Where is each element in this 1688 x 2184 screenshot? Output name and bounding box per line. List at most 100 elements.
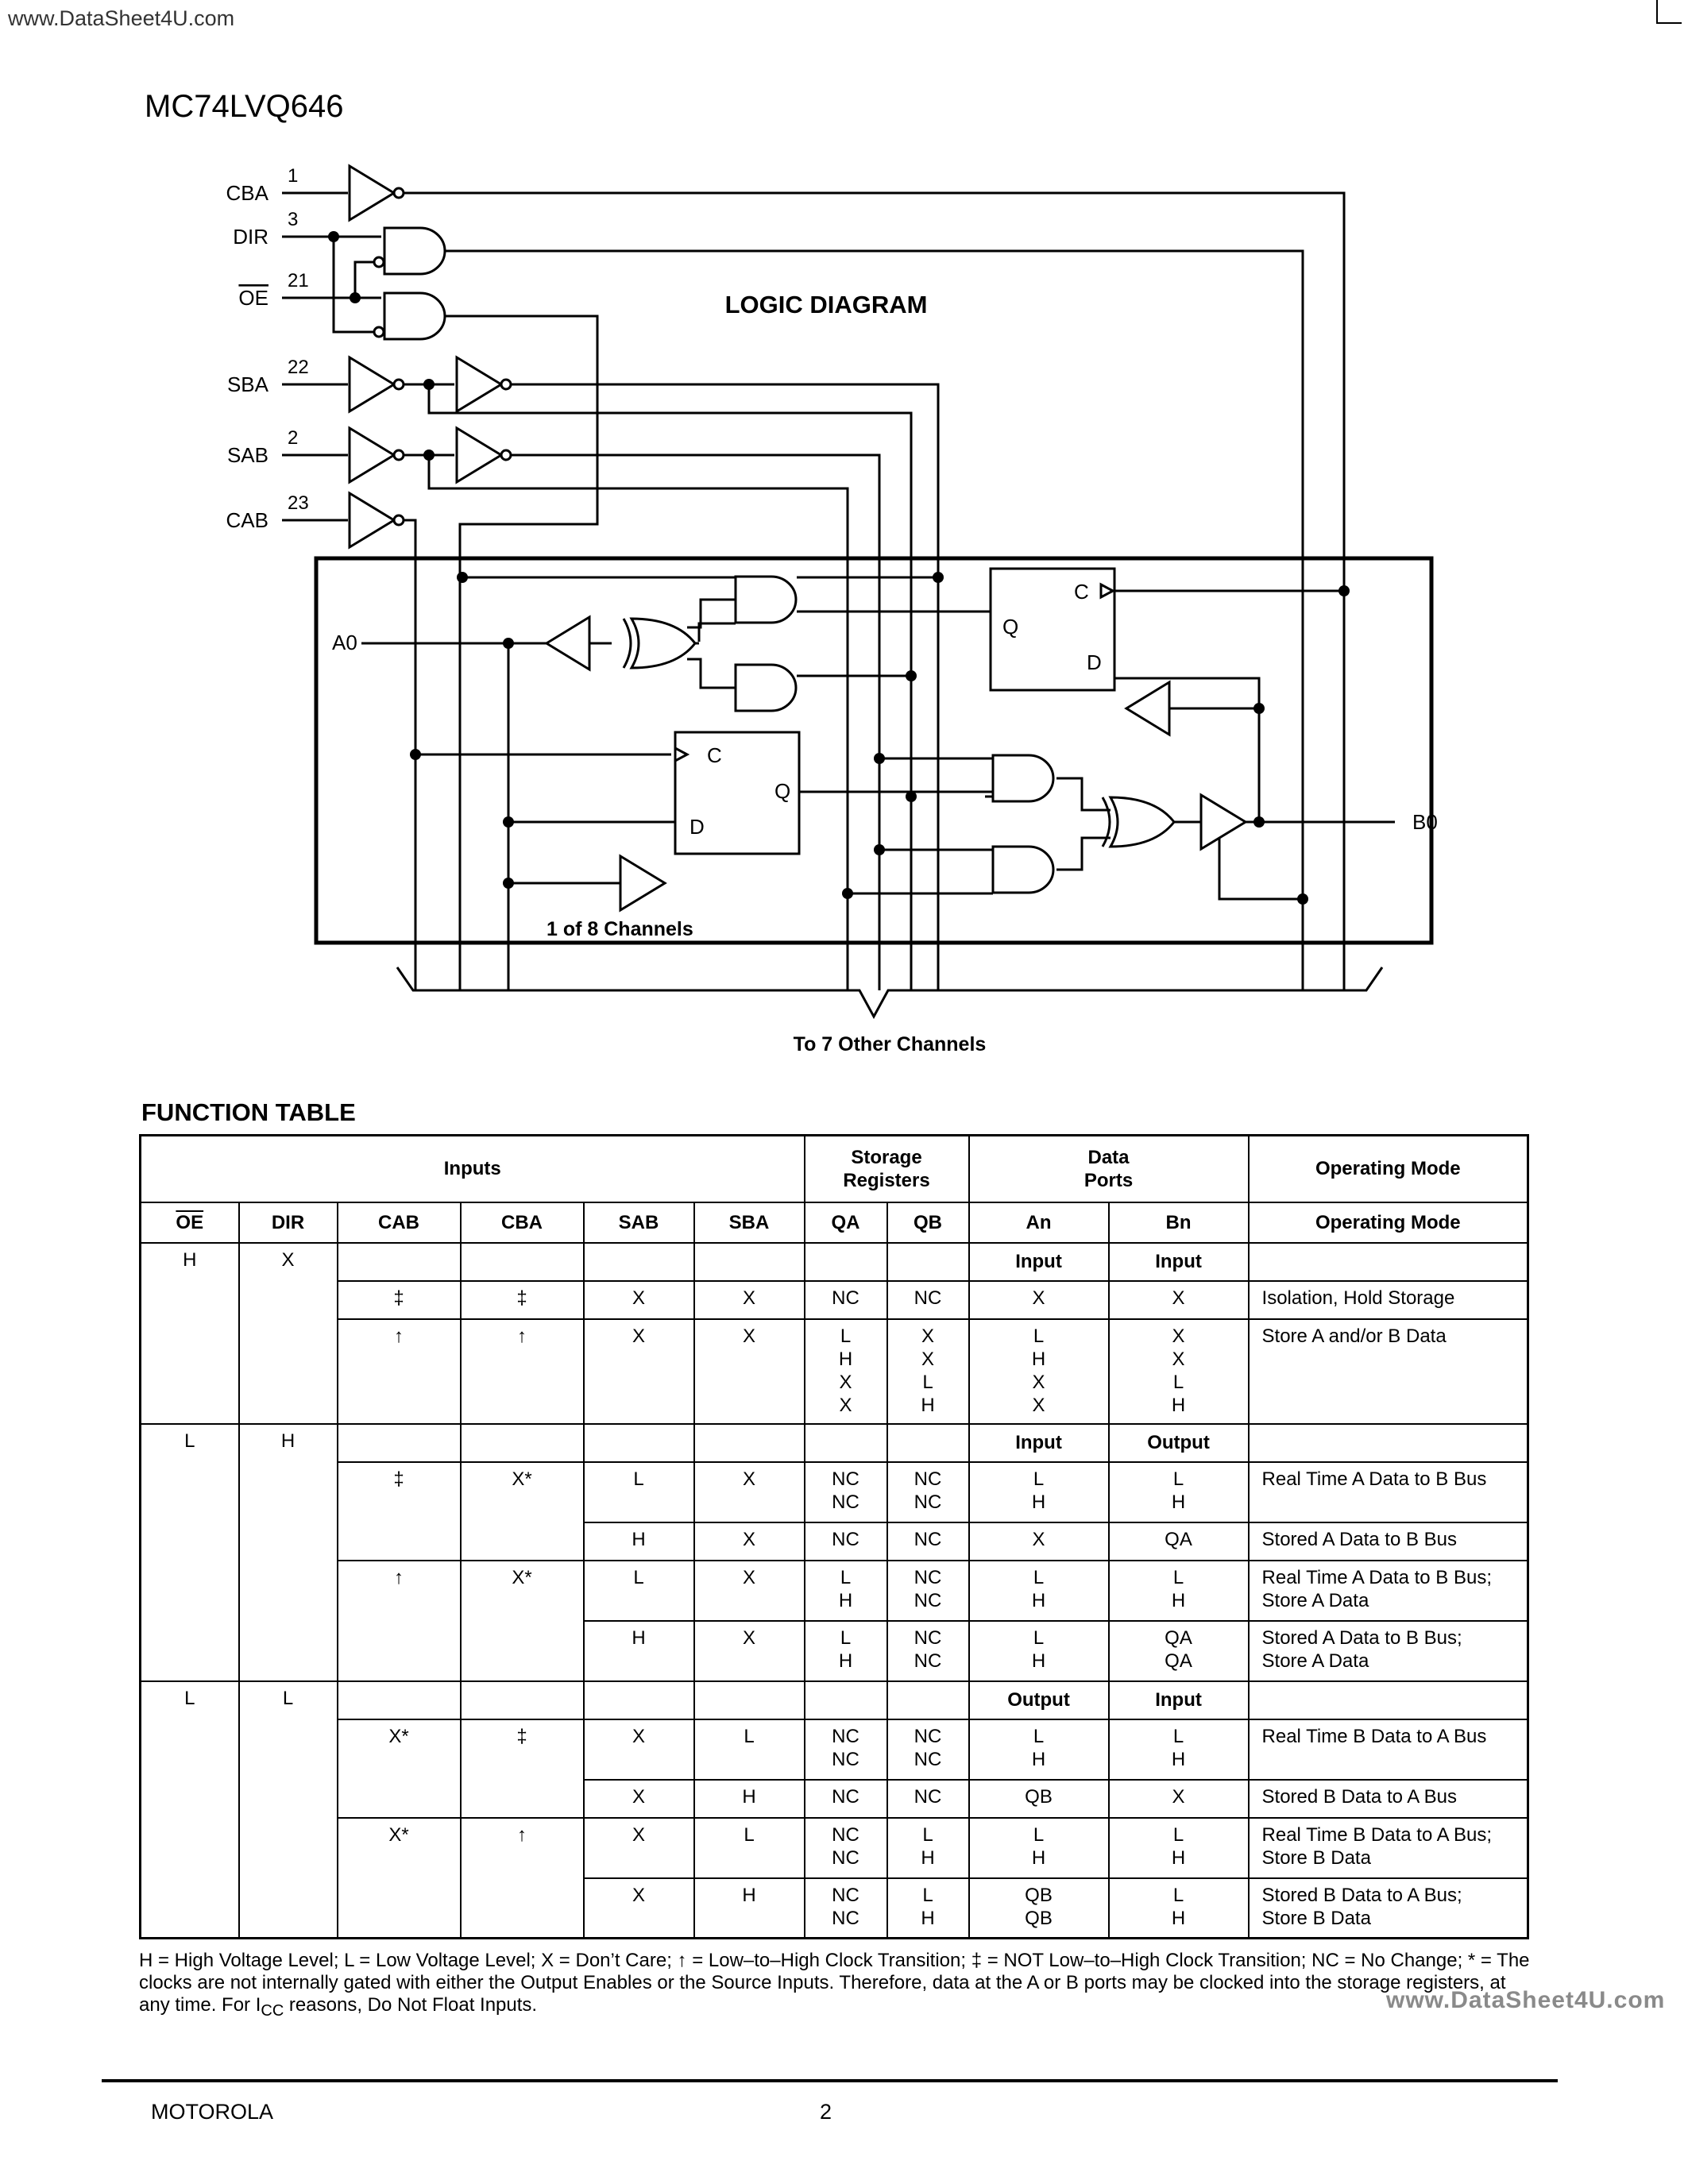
empty-cell (1247, 1680, 1529, 1720)
cell-an: L H (968, 1816, 1110, 1879)
cell-dir: L (238, 1680, 338, 1939)
qa-d-label: D (689, 815, 705, 839)
cell-sab: X (582, 1778, 695, 1819)
cell-mode: Stored A Data to B Bus (1247, 1521, 1529, 1561)
column-header: DIR (238, 1201, 338, 1244)
cell-mode: Stored A Data to B Bus; Store A Data (1247, 1619, 1529, 1682)
cell-bn: QA QA (1107, 1619, 1250, 1682)
inversion-bubble (373, 326, 385, 338)
empty-cell (803, 1241, 888, 1282)
cell-qb: L H (886, 1816, 970, 1879)
column-header: An (968, 1201, 1110, 1244)
cell-sab: H (582, 1521, 695, 1561)
empty-cell (459, 1680, 585, 1720)
b-to-a-and-gate-1 (734, 575, 798, 624)
wire (446, 249, 1304, 990)
cell-an: L H (968, 1461, 1110, 1523)
empty-cell (459, 1241, 585, 1282)
cell-an-type: Input (968, 1241, 1110, 1282)
wire (404, 191, 1346, 990)
cell-qb: NC (886, 1521, 970, 1561)
b-to-a-output-buffer (544, 615, 591, 672)
part-number: MC74LVQ646 (145, 89, 344, 124)
cell-sba: X (693, 1279, 805, 1320)
watermark-bottom[interactable]: www.DataSheet4U.com (1386, 1987, 1666, 2013)
column-header: Bn (1107, 1201, 1250, 1244)
junction-dot (503, 816, 514, 828)
cell-oe: L (139, 1680, 240, 1939)
cell-qb: L H (886, 1877, 970, 1939)
empty-cell (336, 1680, 462, 1720)
cell-bn: X (1107, 1778, 1250, 1819)
cell-dir: X (238, 1241, 338, 1425)
cell-an: X (968, 1521, 1110, 1561)
signal-cba-label: CBA (226, 181, 269, 205)
inversion-bubble (500, 378, 512, 391)
qb-clock-marker (1099, 582, 1116, 600)
cell-bn: L H (1107, 1461, 1250, 1523)
junction-dot (874, 844, 885, 855)
cell-bn: L H (1107, 1559, 1250, 1622)
a-to-b-and-gate-2 (991, 845, 1055, 894)
cell-sab: X (582, 1877, 695, 1939)
cell-qa: NC NC (803, 1877, 888, 1939)
inversion-bubble (392, 449, 405, 461)
junction-dot (503, 638, 514, 649)
empty-cell (886, 1241, 970, 1282)
column-header: Operating Mode (1247, 1201, 1529, 1244)
table-notes: H = High Voltage Level; L = Low Voltage … (139, 1950, 1530, 2020)
cell-sba: H (693, 1778, 805, 1819)
junction-dot (933, 572, 944, 583)
cell-mode: Real Time B Data to A Bus; Store B Data (1247, 1816, 1529, 1879)
cell-qa: NC NC (803, 1816, 888, 1879)
cell-bn: L H (1107, 1816, 1250, 1879)
cell-an: X (968, 1279, 1110, 1320)
cell-qa: NC (803, 1778, 888, 1819)
cell-an: L H (968, 1619, 1110, 1682)
cell-bn: L H (1107, 1877, 1250, 1939)
empty-cell (803, 1680, 888, 1720)
a0-label: A0 (332, 631, 357, 654)
cell-qa: NC (803, 1279, 888, 1320)
signal-sab-pin: 2 (288, 427, 298, 449)
qa-q-label: Q (774, 779, 790, 803)
inversion-bubble (500, 449, 512, 461)
sab-inverter-2 (455, 426, 504, 484)
signal-dir-label: DIR (233, 225, 268, 249)
sab-inverter (348, 426, 396, 484)
watermark-top[interactable]: www.DataSheet4U.com (8, 6, 235, 30)
cell-qb: NC (886, 1778, 970, 1819)
cell-an-type: Input (968, 1422, 1110, 1463)
column-header: QB (886, 1201, 970, 1244)
cell-qb: X X L H (886, 1318, 970, 1425)
cell-mode: Real Time A Data to B Bus (1247, 1461, 1529, 1523)
qa-clock-marker (674, 746, 690, 763)
empty-cell (582, 1680, 695, 1720)
junction-dot (503, 878, 514, 889)
footer-brand: MOTOROLA (151, 2100, 274, 2124)
cell-oe: H (139, 1241, 240, 1425)
cell-dir: H (238, 1422, 338, 1682)
column-header: CBA (459, 1201, 585, 1244)
function-table-title: FUNCTION TABLE (141, 1098, 356, 1126)
cell-sab: X (582, 1718, 695, 1781)
cell-cab: ‡ (336, 1279, 462, 1320)
empty-cell (693, 1241, 805, 1282)
cell-cba: X* (459, 1559, 585, 1682)
a-to-b-storage-buffer (619, 854, 667, 913)
cell-an-type: Output (968, 1680, 1110, 1720)
cell-cba: ‡ (459, 1279, 585, 1320)
other-channels-note: To 7 Other Channels (794, 1033, 987, 1055)
wire (511, 383, 940, 990)
empty-cell (886, 1422, 970, 1463)
cell-an: L H (968, 1718, 1110, 1781)
or-gate-back-curve (622, 618, 632, 669)
inversion-bubble (392, 378, 405, 391)
inversion-bubble (392, 514, 405, 527)
column-header: CAB (336, 1201, 462, 1244)
cell-bn: X (1107, 1279, 1250, 1320)
a-to-b-output-buffer (1199, 793, 1248, 851)
